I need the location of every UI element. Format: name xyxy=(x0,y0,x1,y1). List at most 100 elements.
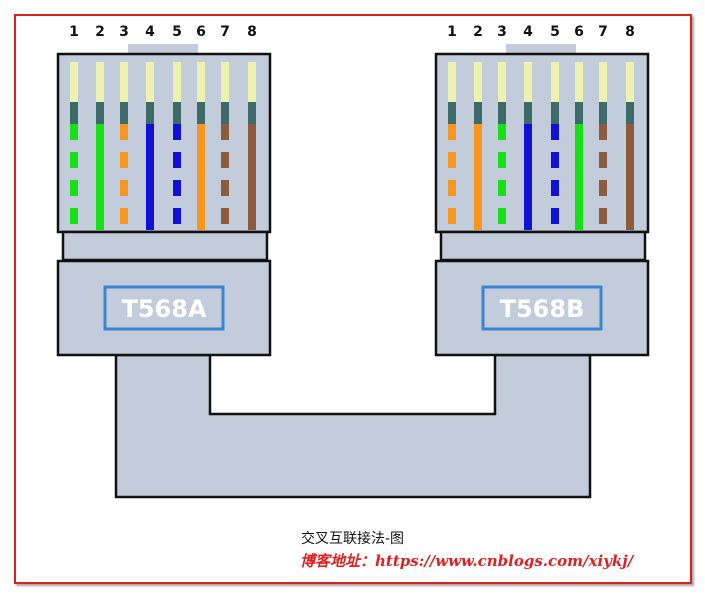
right-pin-number-2: 2 xyxy=(473,24,483,40)
left-wire-stripe-5 xyxy=(173,152,181,168)
left-contact-mid-2 xyxy=(96,102,104,124)
left-label-box xyxy=(103,285,225,331)
left-contact-housing xyxy=(56,52,272,234)
right-rj45-connector: T568B xyxy=(434,44,650,357)
left-wire-1 xyxy=(70,62,78,224)
left-wire-stripe-1 xyxy=(70,180,78,196)
left-standard-label: T568A xyxy=(121,295,206,323)
right-pin-number-5: 5 xyxy=(550,24,560,40)
left-contact-mid-6 xyxy=(197,102,205,124)
right-pin-number-1: 1 xyxy=(447,24,457,40)
left-contact-mid-8 xyxy=(248,102,256,124)
right-contact-mid-2 xyxy=(474,102,482,124)
left-wire-solid-2 xyxy=(96,124,104,230)
left-wire-solid-8 xyxy=(248,124,256,230)
left-wire-stripe-7 xyxy=(221,152,229,168)
right-wire-2 xyxy=(474,62,482,230)
right-contact-tip-4 xyxy=(524,62,532,102)
left-wire-stripe-3 xyxy=(120,152,128,168)
left-wire-3 xyxy=(120,62,128,224)
left-wire-stripe-7 xyxy=(221,180,229,196)
left-contact-tip-3 xyxy=(120,62,128,102)
left-wire-stripe-1 xyxy=(70,152,78,168)
right-contact-housing xyxy=(434,52,650,234)
left-contact-tip-7 xyxy=(221,62,229,102)
left-wire-stripe-3 xyxy=(120,208,128,224)
right-pin-number-3: 3 xyxy=(497,24,507,40)
left-contact-tip-5 xyxy=(173,62,181,102)
left-pin-number-7: 7 xyxy=(220,24,230,40)
left-wire-stripe-1 xyxy=(70,124,78,140)
right-latch xyxy=(506,44,576,54)
left-wire-stripe-7 xyxy=(221,124,229,140)
left-pin-number-3: 3 xyxy=(119,24,129,40)
right-wire-stripe-3 xyxy=(498,208,506,224)
left-wire-5 xyxy=(173,62,181,224)
left-pin-number-5: 5 xyxy=(172,24,182,40)
right-contact-mid-8 xyxy=(626,102,634,124)
right-wire-solid-8 xyxy=(626,124,634,230)
figure-caption: 交叉互联接法-图 xyxy=(300,531,405,547)
right-contact-tip-2 xyxy=(474,62,482,102)
cable xyxy=(114,353,592,499)
right-wire-1 xyxy=(448,62,456,224)
right-wire-stripe-3 xyxy=(498,124,506,140)
right-wire-8 xyxy=(626,62,634,230)
right-standard-label: T568B xyxy=(500,295,585,323)
right-wire-stripe-7 xyxy=(599,180,607,196)
right-wire-solid-2 xyxy=(474,124,482,230)
left-contact-mid-7 xyxy=(221,102,229,124)
left-contact-tip-8 xyxy=(248,62,256,102)
image-frame xyxy=(14,14,692,584)
right-wire-group xyxy=(448,62,634,230)
left-neck xyxy=(61,230,269,262)
right-wire-stripe-7 xyxy=(599,152,607,168)
right-wire-7 xyxy=(599,62,607,224)
left-wire-stripe-3 xyxy=(120,124,128,140)
left-wire-2 xyxy=(96,62,104,230)
left-wire-stripe-5 xyxy=(173,208,181,224)
blog-address: 博客地址：https://www.cnblogs.com/xiykj/ xyxy=(300,552,634,570)
right-wire-stripe-1 xyxy=(448,180,456,196)
left-wire-8 xyxy=(248,62,256,230)
right-wire-stripe-5 xyxy=(551,124,559,140)
left-pin-number-4: 4 xyxy=(145,24,155,40)
left-pin-number-8: 8 xyxy=(247,24,257,40)
right-contact-mid-6 xyxy=(575,102,583,124)
right-contact-mid-4 xyxy=(524,102,532,124)
left-contact-tip-2 xyxy=(96,62,104,102)
left-contact-mid-4 xyxy=(146,102,154,124)
right-wire-5 xyxy=(551,62,559,224)
right-wire-stripe-3 xyxy=(498,180,506,196)
right-wire-stripe-7 xyxy=(599,208,607,224)
left-contact-tip-1 xyxy=(70,62,78,102)
left-pin-number-1: 1 xyxy=(69,24,79,40)
left-wire-stripe-5 xyxy=(173,180,181,196)
left-wire-solid-4 xyxy=(146,124,154,230)
right-wire-6 xyxy=(575,62,583,230)
right-pin-number-7: 7 xyxy=(598,24,608,40)
right-label-box xyxy=(481,285,603,331)
right-wire-solid-6 xyxy=(575,124,583,230)
right-pin-number-4: 4 xyxy=(523,24,533,40)
left-rj45-connector: T568A xyxy=(56,44,272,357)
right-contact-tip-5 xyxy=(551,62,559,102)
left-latch xyxy=(128,44,198,54)
left-wire-stripe-5 xyxy=(173,124,181,140)
right-pin-number-6: 6 xyxy=(574,24,584,40)
right-pin-number-8: 8 xyxy=(625,24,635,40)
left-wire-7 xyxy=(221,62,229,224)
left-wire-stripe-3 xyxy=(120,180,128,196)
left-contact-tip-6 xyxy=(197,62,205,102)
right-contact-tip-3 xyxy=(498,62,506,102)
right-wire-stripe-5 xyxy=(551,152,559,168)
right-wire-solid-4 xyxy=(524,124,532,230)
right-contact-mid-5 xyxy=(551,102,559,124)
right-contact-tip-6 xyxy=(575,62,583,102)
left-wire-4 xyxy=(146,62,154,230)
left-wire-group xyxy=(70,62,256,230)
right-wire-4 xyxy=(524,62,532,230)
left-pin-number-2: 2 xyxy=(95,24,105,40)
